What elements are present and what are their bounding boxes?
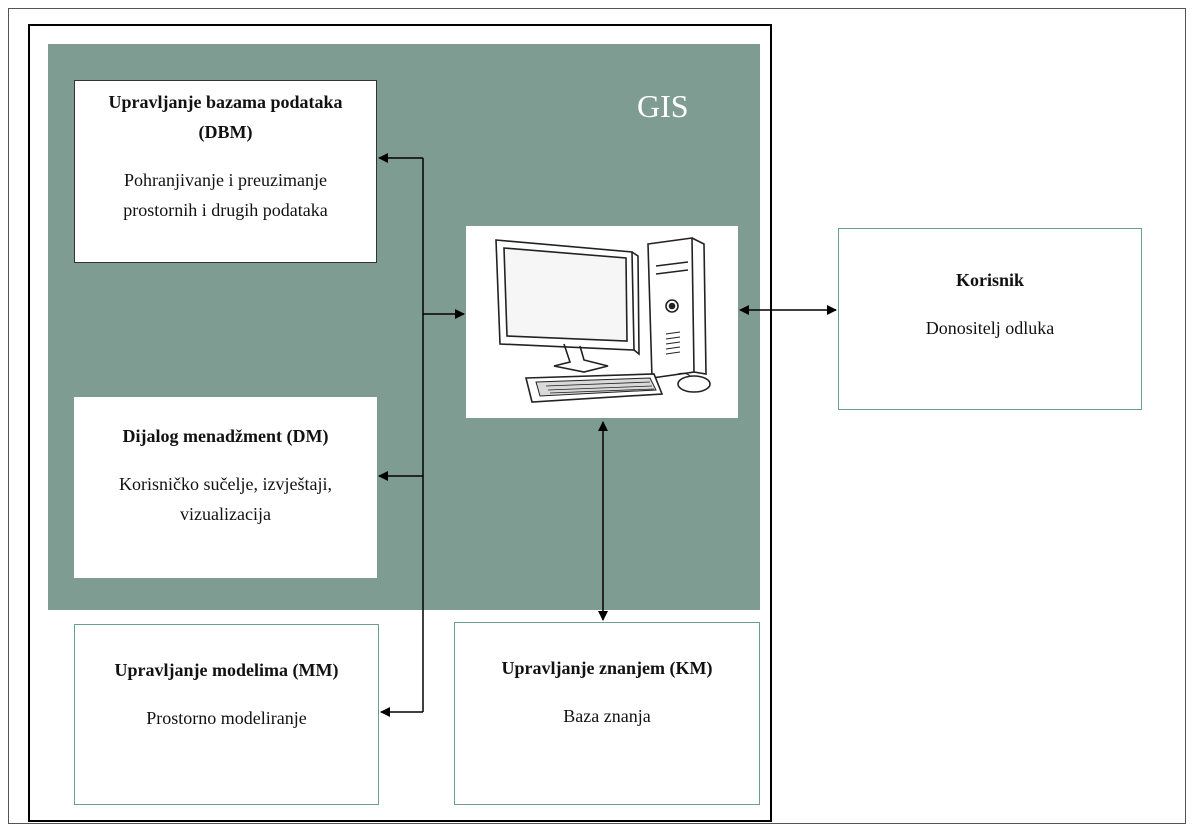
user-title: Korisnik [955, 270, 1025, 290]
box-user: Korisnik Donositelj odluka [838, 228, 1142, 410]
dss-boundary [28, 24, 772, 822]
dbm-desc-line1: Pohranjivanje i preuzimanje [124, 170, 327, 190]
dm-desc-line2: vizualizacija [180, 504, 271, 524]
km-desc: Baza znanja [563, 706, 651, 726]
box-dialog-management: Dijalog menadžment (DM) Korisničko sučel… [74, 397, 377, 578]
dbm-desc-line2: prostornih i drugih podataka [123, 200, 328, 220]
mm-title: Upravljanje modelima (MM) [114, 660, 339, 680]
dm-desc-line1: Korisničko sučelje, izvještaji, [119, 474, 332, 494]
km-title: Upravljanje znanjem (KM) [501, 658, 713, 678]
box-model-management: Upravljanje modelima (MM) Prostorno mode… [74, 624, 379, 805]
mm-desc: Prostorno modeliranje [146, 708, 307, 728]
desktop-computer-icon [466, 226, 738, 418]
dbm-title-line1: Upravljanje bazama podataka [108, 92, 343, 112]
box-knowledge-management: Upravljanje znanjem (KM) Baza znanja [454, 622, 760, 805]
box-database-management: Upravljanje bazama podataka (DBM) Pohran… [74, 80, 377, 263]
figure-frame [8, 8, 1186, 824]
user-desc: Donositelj odluka [925, 318, 1055, 338]
gis-label: GIS [637, 88, 689, 124]
dbm-title-line2: (DBM) [198, 122, 253, 142]
dm-title: Dijalog menadžment (DM) [122, 426, 329, 446]
